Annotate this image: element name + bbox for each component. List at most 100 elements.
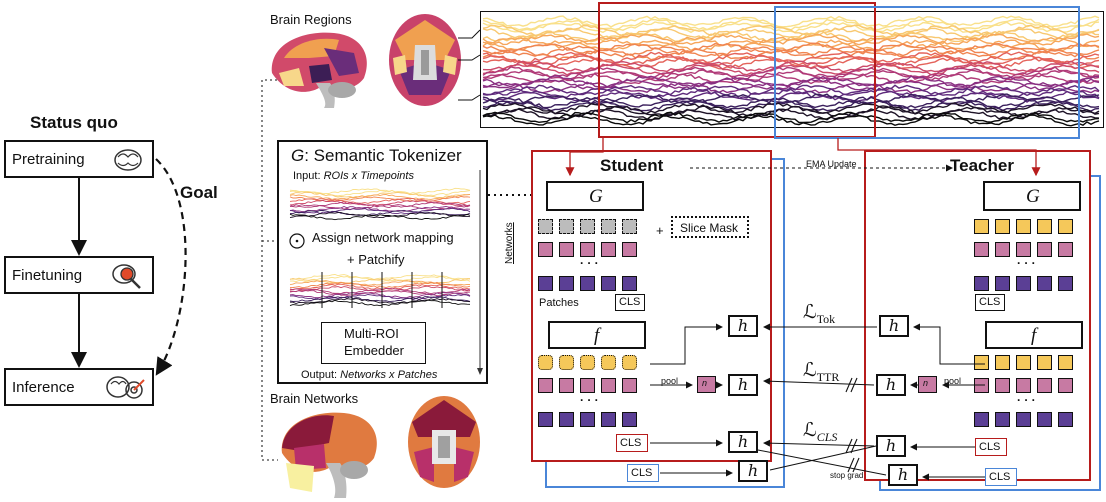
student-token-pink (580, 242, 595, 257)
signal-line (482, 111, 1100, 124)
stage-inference-box: Inference (4, 368, 154, 406)
student-cls-lower: CLS (616, 434, 648, 452)
loss-tok: ℒTok (803, 302, 836, 326)
student-token-pink (559, 378, 574, 393)
masked-token (538, 219, 553, 234)
teacher-window-frame (774, 6, 1080, 139)
signal-line (289, 189, 471, 197)
teacher-token-yellow (1058, 219, 1073, 234)
signal-line (482, 57, 1099, 70)
student-cls-token (538, 355, 553, 370)
ema-update-label: EMA Update (806, 159, 857, 169)
signal-line (289, 275, 471, 283)
signal-line (290, 285, 471, 293)
student-window-frame (598, 2, 876, 138)
signal-line (482, 42, 1100, 55)
student-G-box: G (546, 181, 644, 211)
student-cls-upper: CLS (615, 294, 645, 311)
teacher-ellipsis-bottom: · · · (1017, 393, 1036, 407)
stage-inference-label: Inference (12, 379, 75, 396)
teacher-token-purple (1058, 276, 1073, 291)
signal-line (289, 296, 471, 303)
student-token-pink (601, 242, 616, 257)
teacher-h-cls-blue: h (888, 464, 918, 486)
teacher-title: Teacher (950, 156, 1014, 175)
teacher-token-yellow (1058, 355, 1073, 370)
brain-regions-label: Brain Regions (270, 12, 352, 27)
student-pool-label: pool (661, 376, 679, 386)
teacher-token-yellow (995, 219, 1010, 234)
teacher-token-purple (995, 276, 1010, 291)
brain-regions-sagittal-image (271, 32, 367, 108)
student-token-pink (580, 378, 595, 393)
teacher-cls-lower: CLS (975, 438, 1007, 456)
signal-line (289, 283, 471, 291)
teacher-token-purple (974, 276, 989, 291)
student-f-box: f (548, 321, 646, 349)
signal-line (482, 45, 1100, 58)
teacher-token-pink (1037, 378, 1052, 393)
teacher-token-pink (1016, 378, 1031, 393)
teacher-h-tok: h (879, 315, 909, 337)
signal-line (289, 294, 471, 301)
signal-line (289, 197, 471, 204)
student-token-pink (538, 242, 553, 257)
teacher-token-purple (1058, 412, 1073, 427)
student-token-purple (622, 412, 637, 427)
student-token-purple (559, 412, 574, 427)
teacher-token-yellow (974, 355, 989, 370)
student-h-cls-blue: h (738, 460, 768, 482)
signal-line (289, 292, 471, 299)
signal-line (482, 51, 1100, 64)
signal-line (289, 211, 471, 219)
student-h-tok: h (728, 315, 758, 337)
teacher-cls-blue: CLS (985, 468, 1017, 486)
brain-networks-axial-image (408, 396, 480, 488)
student-token-purple (601, 276, 616, 291)
student-token-purple (580, 276, 595, 291)
student-token-pink (622, 378, 637, 393)
signal-line (289, 299, 471, 307)
goal-label: Goal (180, 183, 218, 202)
signal-line (289, 290, 471, 297)
student-token-pink (559, 242, 574, 257)
tokenizer-title: G: Semantic Tokenizer (291, 146, 462, 165)
signal-line (482, 30, 1100, 43)
signal-line (482, 15, 1100, 28)
teacher-token-yellow (1016, 355, 1031, 370)
signal-line (482, 72, 1100, 85)
teacher-token-yellow (1037, 219, 1052, 234)
brain-regions-axial-image (389, 14, 461, 106)
signal-line (482, 99, 1100, 112)
teacher-token-yellow (995, 355, 1010, 370)
teacher-token-purple (1037, 276, 1052, 291)
signal-line (289, 191, 471, 199)
student-cls-token (622, 355, 637, 370)
student-token-purple (601, 412, 616, 427)
teacher-token-yellow (974, 219, 989, 234)
stage-finetuning-label: Finetuning (12, 267, 83, 284)
teacher-G-box: G (983, 181, 1081, 211)
masked-token (622, 219, 637, 234)
student-h-cls: h (728, 431, 758, 453)
stage-pretraining-box: Pretraining (4, 140, 154, 178)
slice-mask-box: Slice Mask (671, 216, 749, 238)
student-token-pink (622, 242, 637, 257)
teacher-token-pink (1058, 242, 1073, 257)
signal-line (290, 298, 471, 304)
patches-label: Patches (539, 297, 579, 309)
brain-outline-icon (114, 149, 142, 171)
brain-networks-label: Brain Networks (270, 391, 359, 406)
teacher-token-pink (974, 242, 989, 257)
signal-line (482, 78, 1100, 91)
signal-line (289, 195, 471, 202)
teacher-token-yellow (1037, 355, 1052, 370)
signal-line (289, 278, 471, 285)
semantic-tokenizer-panel: G: Semantic Tokenizer Input: ROIs x Time… (277, 140, 488, 384)
student-token-purple (580, 412, 595, 427)
signal-line (482, 21, 1100, 34)
